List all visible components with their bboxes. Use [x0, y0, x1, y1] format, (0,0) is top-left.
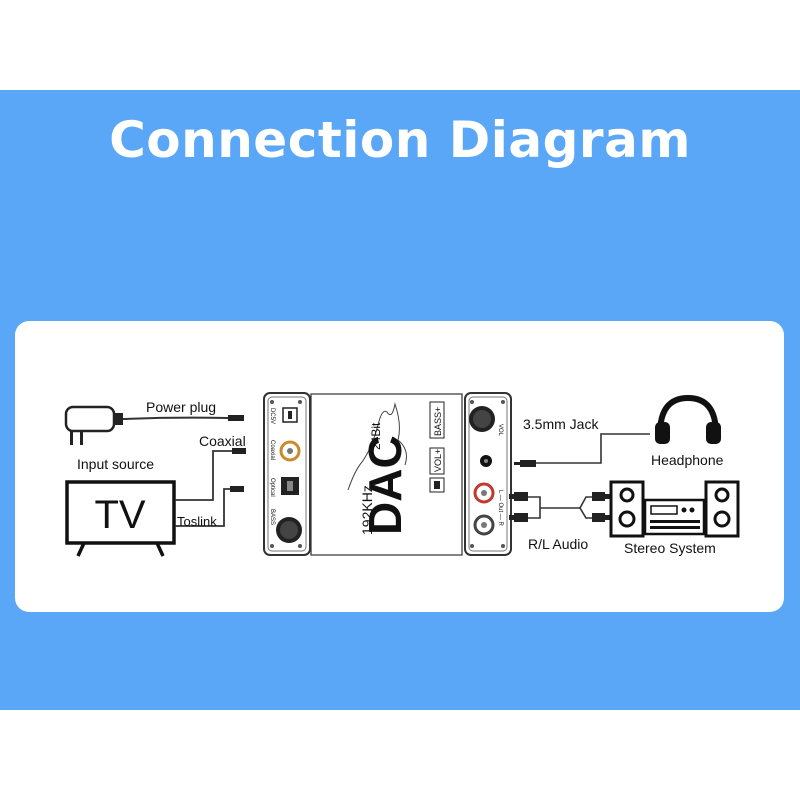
vol-plus-label: VOL+ — [433, 449, 443, 472]
rl-audio-label: R/L Audio — [528, 536, 588, 552]
dc-power-port-icon — [282, 407, 298, 423]
coaxial-label: Coaxial — [199, 433, 246, 449]
coaxial-port-label: Coaxial — [269, 440, 275, 460]
jack-label: 3.5mm Jack — [523, 416, 599, 432]
page-title: Connection Diagram — [109, 111, 691, 169]
optical-port-icon — [281, 477, 299, 495]
vol-plus-button — [429, 447, 445, 475]
coaxial-port-icon — [279, 440, 301, 462]
stereo-system-label: Stereo System — [624, 540, 716, 556]
tv-icon — [65, 480, 176, 557]
stereo-system-icon — [609, 480, 740, 538]
out-port-label: L — Out — R — [497, 490, 503, 526]
headphone-port-icon — [480, 455, 492, 467]
headphone-jack-cable — [514, 433, 650, 467]
bass-plus-label: BASS+ — [433, 407, 443, 436]
optical-port-label: Optical — [269, 478, 275, 497]
dac-input-panel — [263, 392, 311, 556]
headphone-label: Headphone — [651, 452, 724, 468]
dac-logo: DAC — [359, 435, 411, 535]
rca-cables — [509, 492, 610, 522]
toslink-label: Toslink — [177, 514, 217, 529]
dac-output-panel — [464, 392, 512, 556]
input-source-label: Input source — [77, 456, 154, 472]
dc5v-port-label: DC5V — [269, 408, 275, 424]
power-plug-label: Power plug — [146, 399, 216, 415]
vol-knob-label: VOL — [497, 424, 503, 437]
power-adapter-icon — [64, 405, 244, 445]
sample-rate-label: 192KHz — [359, 485, 375, 535]
rca-left-port-icon — [473, 514, 495, 536]
tv-screen-label: TV — [94, 493, 145, 537]
input-cables — [175, 448, 246, 527]
bass-knob-label: BASS — [269, 509, 275, 525]
volume-knob-icon — [469, 406, 495, 432]
headphone-icon — [655, 394, 721, 444]
bass-knob-icon — [276, 517, 302, 543]
bit-depth-label: 24Bit — [369, 422, 383, 450]
rca-right-port-icon — [473, 482, 495, 504]
power-switch-icon — [429, 477, 445, 493]
bass-plus-button — [429, 401, 445, 439]
